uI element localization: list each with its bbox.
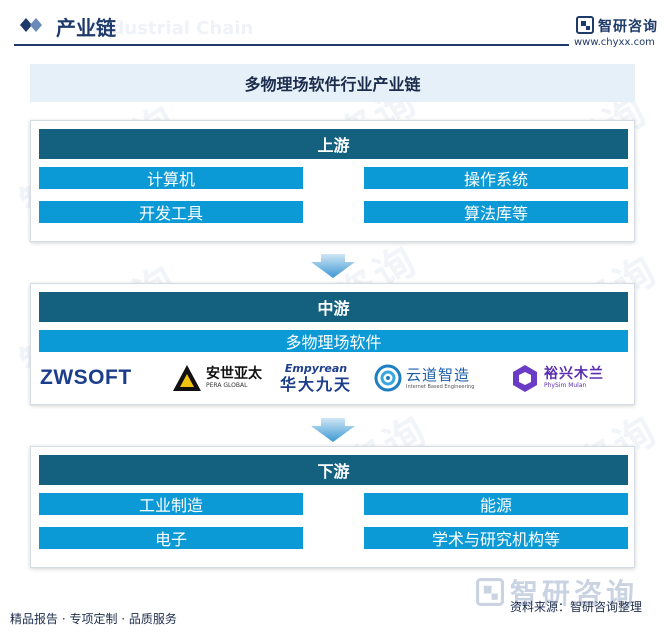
company-subname: Empyrean — [284, 361, 348, 375]
downstream-item: 电子 — [39, 527, 303, 549]
physim-cube-icon — [513, 365, 537, 392]
upstream-item: 操作系统 — [364, 167, 628, 189]
pera-triangle-icon — [173, 365, 201, 391]
footer-brand-name: 智研咨询 — [510, 577, 639, 610]
page-title: 产业链 — [56, 16, 116, 40]
midstream-product: 多物理场软件 — [39, 330, 628, 352]
upstream-section: 上游 计算机 操作系统 开发工具 算法库等 — [30, 120, 635, 242]
brand-logo-icon — [576, 16, 594, 34]
company-subname: PhySim Mulan — [544, 382, 587, 389]
page-header: 产业链 Industrial Chain 智研咨询 www.chyxx.com — [0, 0, 665, 54]
company-logo-empyrean: Empyrean 华大九天 — [280, 360, 352, 396]
diamond-icon — [20, 18, 42, 32]
upstream-item: 开发工具 — [39, 201, 303, 223]
down-arrow-icon — [311, 418, 355, 442]
footer-tagline: 精品报告 · 专项定制 · 品质服务 — [10, 612, 177, 626]
down-arrow-icon — [311, 254, 355, 278]
downstream-section: 下游 工业制造 能源 电子 学术与研究机构等 — [30, 446, 635, 568]
yundao-swirl-icon — [374, 364, 402, 392]
brand-logo-icon — [476, 578, 504, 606]
header-subtitle: Industrial Chain — [92, 18, 254, 39]
upstream-header: 上游 — [39, 129, 628, 159]
company-name: 云道智造 — [406, 365, 471, 384]
company-name: 裕兴木兰 — [544, 366, 604, 382]
downstream-item: 学术与研究机构等 — [364, 527, 628, 549]
footer-source: 资料来源：智研咨询整理 — [510, 600, 643, 614]
midstream-header: 中游 — [39, 292, 628, 322]
company-logo-yundao: 云道智造 Internet Based Engineering — [374, 360, 474, 396]
company-subname: PERA GLOBAL — [206, 381, 248, 389]
company-logo-zwsoft: ZWSOFT — [40, 360, 132, 396]
brand-name: 智研咨询 — [598, 19, 658, 35]
company-name: ZWSOFT — [40, 366, 132, 389]
header-divider — [14, 44, 569, 46]
company-logo-pera: 安世亚太 PERA GLOBAL — [172, 360, 262, 396]
footer-brand: 智研咨询 — [476, 572, 638, 612]
downstream-item: 工业制造 — [39, 493, 303, 515]
midstream-section: 中游 多物理场软件 — [30, 283, 635, 405]
downstream-header: 下游 — [39, 455, 628, 485]
downstream-item: 能源 — [364, 493, 628, 515]
chart-title: 多物理场软件行业产业链 — [30, 64, 635, 102]
upstream-item: 算法库等 — [364, 201, 628, 223]
company-name: 华大九天 — [280, 374, 353, 394]
brand-url: www.chyxx.com — [574, 37, 655, 48]
company-logo-physim: 裕兴木兰 PhySim Mulan — [510, 360, 604, 396]
upstream-item: 计算机 — [39, 167, 303, 189]
company-name: 安世亚太 — [206, 365, 262, 382]
company-subname: Internet Based Engineering — [406, 383, 475, 390]
